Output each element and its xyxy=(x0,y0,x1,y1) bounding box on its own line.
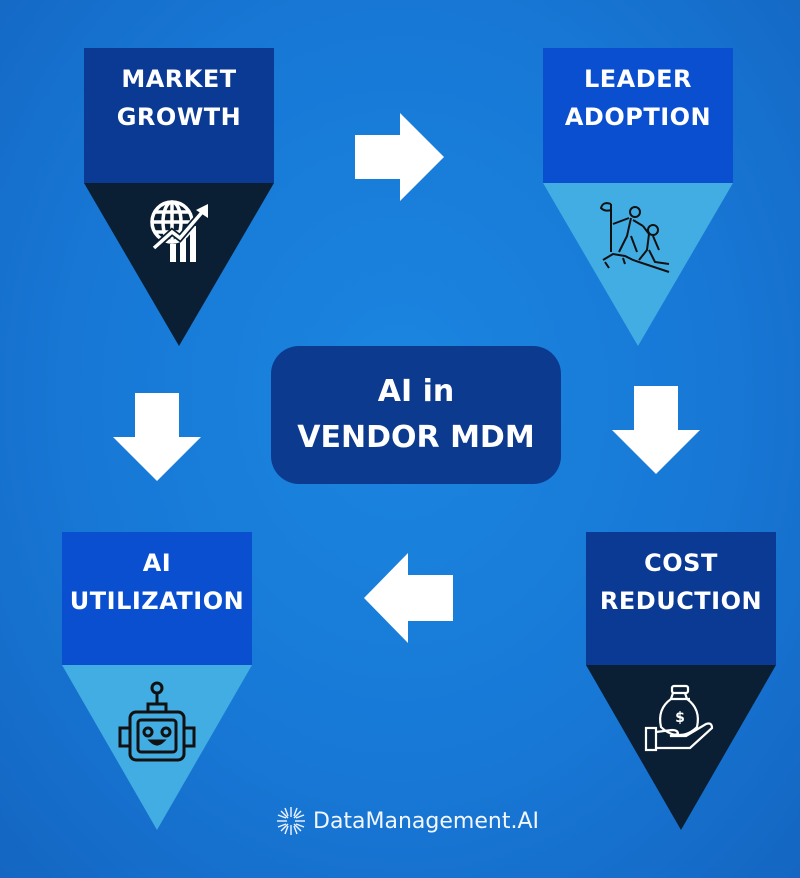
arrow-down-left-icon xyxy=(113,393,201,481)
brand-name: DataManagement.AI xyxy=(313,808,539,834)
step-market-growth: MARKET GROWTH xyxy=(84,48,274,346)
globe-growth-chart-icon xyxy=(150,200,208,262)
starburst-icon xyxy=(277,807,305,835)
center-title-line2: VENDOR MDM xyxy=(297,420,535,455)
step-header: COST REDUCTION xyxy=(586,532,776,665)
step-header: LEADER ADOPTION xyxy=(543,48,733,183)
center-title-box: AI in VENDOR MDM xyxy=(271,346,561,484)
step-triangle xyxy=(543,183,733,346)
arrow-left-icon xyxy=(364,553,453,643)
climbers-helping-icon xyxy=(599,202,670,273)
step-cost-reduction: COST REDUCTION $ xyxy=(586,532,776,830)
arrow-right-icon xyxy=(355,113,444,201)
svg-text:$: $ xyxy=(675,710,685,726)
step-label: MARKET GROWTH xyxy=(116,65,242,131)
center-title-line1: AI in xyxy=(377,374,455,409)
step-header: MARKET GROWTH xyxy=(84,48,274,183)
step-label: LEADER ADOPTION xyxy=(564,65,712,131)
step-header: AI UTILIZATION xyxy=(62,532,252,665)
brand-logo: DataManagement.AI xyxy=(275,803,539,839)
hand-money-bag-icon: $ xyxy=(644,684,714,752)
arrow-down-right-icon xyxy=(612,386,700,474)
step-triangle xyxy=(84,183,274,346)
robot-icon xyxy=(118,681,196,762)
step-label: AI UTILIZATION xyxy=(69,549,245,615)
step-leader-adoption: LEADER ADOPTION xyxy=(543,48,733,346)
step-label: COST REDUCTION xyxy=(599,549,763,615)
step-triangle xyxy=(62,665,252,830)
step-ai-utilization: AI UTILIZATION xyxy=(62,532,252,830)
